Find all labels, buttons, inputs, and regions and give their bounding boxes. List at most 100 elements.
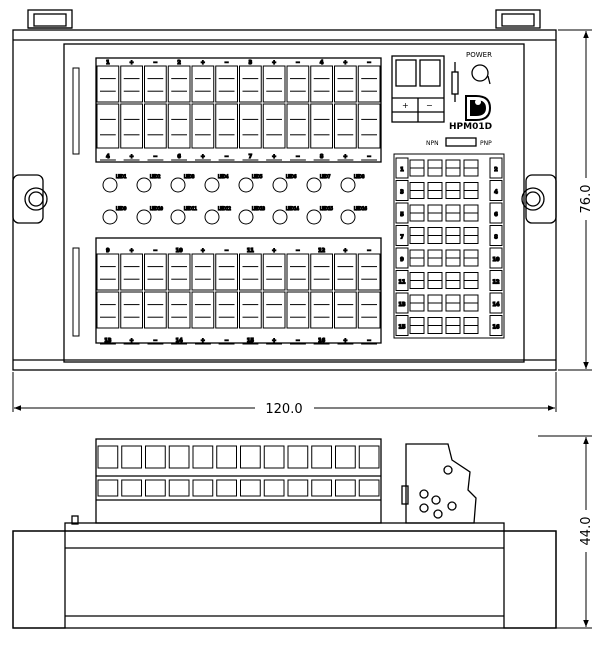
mid-row-label: 9: [106, 248, 110, 254]
side-terminal-cell: [358, 445, 380, 469]
right-left-number: 5: [400, 212, 404, 218]
led-label: LED13: [252, 206, 265, 211]
side-terminal-cell: [263, 445, 285, 469]
mid-row-label: +: [201, 248, 205, 254]
right-terminal-cell: [395, 157, 409, 179]
terminal-cell: [286, 253, 310, 291]
terminal-cell: [96, 103, 120, 149]
side-terminal-cell: [216, 479, 237, 497]
led-label: LED11: [184, 206, 197, 211]
right-left-number: 7: [400, 235, 404, 241]
terminal-cell: [96, 65, 120, 103]
status-led: [272, 177, 288, 193]
terminal-cell: [215, 253, 238, 291]
led-label: LED15: [320, 206, 333, 211]
right-terminal-cell: [395, 315, 409, 336]
terminal-cell: [310, 291, 333, 329]
model-label: HPM01D: [449, 122, 492, 132]
pnp-label: PNP: [480, 140, 492, 147]
right-right-number: 14: [493, 302, 500, 308]
mid-row-label: +: [343, 248, 347, 254]
right-terminal-cell: [395, 202, 409, 224]
side-terminal-cell: [335, 445, 356, 469]
upper-row-label: −: [296, 154, 300, 160]
upper-row-label: −: [225, 154, 229, 160]
right-left-number: 11: [399, 280, 406, 286]
right-right-number: 10: [493, 257, 500, 263]
pcb-board: [63, 43, 525, 363]
status-led: [306, 177, 322, 193]
terminal-cell: [191, 253, 215, 291]
side-terminal-cell: [311, 445, 332, 469]
terminal-cell: [334, 65, 357, 103]
led-label: LED4: [218, 174, 229, 179]
upper-row-label: +: [343, 154, 347, 160]
right-terminal-cell: [489, 315, 503, 336]
terminal-cell: [120, 291, 143, 329]
terminal-cell: [357, 253, 381, 291]
top-row-label: −: [225, 60, 229, 66]
mid-row-label: −: [225, 248, 229, 254]
status-led: [238, 177, 254, 193]
terminal-cell: [286, 65, 310, 103]
right-right-number: 16: [493, 325, 500, 331]
terminal-cell: [310, 103, 333, 149]
bottom-row-label: −: [153, 338, 157, 344]
bottom-row-label: −: [225, 338, 229, 344]
side-terminal-cell: [240, 479, 261, 497]
terminal-cell: [144, 291, 167, 329]
side-rail-base: [12, 530, 557, 629]
mount-ear-left: [12, 174, 48, 224]
terminal-cell: [144, 65, 167, 103]
mid-row-label: 12: [318, 248, 325, 254]
mid-row-label: −: [153, 248, 157, 254]
status-led: [272, 209, 288, 225]
side-terminal-cell: [192, 479, 214, 497]
terminal-cell: [120, 103, 143, 149]
side-terminal-cell: [192, 445, 214, 469]
right-terminal-cell: [395, 180, 409, 201]
top-row-label: 3: [249, 60, 253, 66]
terminal-cell: [167, 65, 191, 103]
side-terminal-cell: [358, 479, 380, 497]
terminal-cell: [191, 291, 215, 329]
terminal-cell: [167, 253, 191, 291]
top-row-label: +: [343, 60, 347, 66]
terminal-cell: [310, 65, 333, 103]
led-label: LED16: [354, 206, 367, 211]
right-terminal-cell: [489, 225, 503, 246]
top-row-label: +: [201, 60, 205, 66]
terminal-cell: [167, 103, 191, 149]
status-led: [238, 209, 254, 225]
right-terminal-cell: [489, 247, 503, 269]
right-terminal-cell: [489, 202, 503, 224]
side-view: [12, 438, 557, 629]
upper-row-label: +: [130, 154, 134, 160]
terminal-cell: [239, 253, 262, 291]
side-terminal-cell: [216, 445, 237, 469]
terminal-cell: [357, 65, 381, 103]
side-terminal-cell: [121, 445, 142, 469]
height-dimension: 76.0: [579, 185, 594, 214]
terminal-block-lower: [95, 237, 382, 344]
upper-row-label: 4: [106, 154, 110, 160]
mid-row-label: +: [272, 248, 276, 254]
upper-row-label: 7: [249, 154, 253, 160]
top-row-label: 1: [106, 60, 110, 66]
right-terminal-cell: [395, 225, 409, 246]
side-terminal-cell: [97, 479, 119, 497]
upper-row-label: +: [201, 154, 205, 160]
led-label: LED8: [354, 174, 365, 179]
width-dimension: 120.0: [265, 402, 302, 417]
led-label: LED3: [184, 174, 195, 179]
bottom-row-label: 14: [176, 338, 183, 344]
terminal-cell: [334, 253, 357, 291]
mid-row-label: −: [367, 248, 371, 254]
side-terminal-cell: [240, 445, 261, 469]
upper-row-label: 8: [320, 154, 324, 160]
npn-label: NPN: [426, 140, 439, 147]
bottom-row-label: +: [272, 338, 276, 344]
top-view: 1+−2+−3+−4+−4+−6+−7+−8+−9+−10+−11+−12+−1…: [12, 9, 557, 371]
upper-row-label: +: [272, 154, 276, 160]
npn-pnp-switch: [445, 137, 477, 147]
